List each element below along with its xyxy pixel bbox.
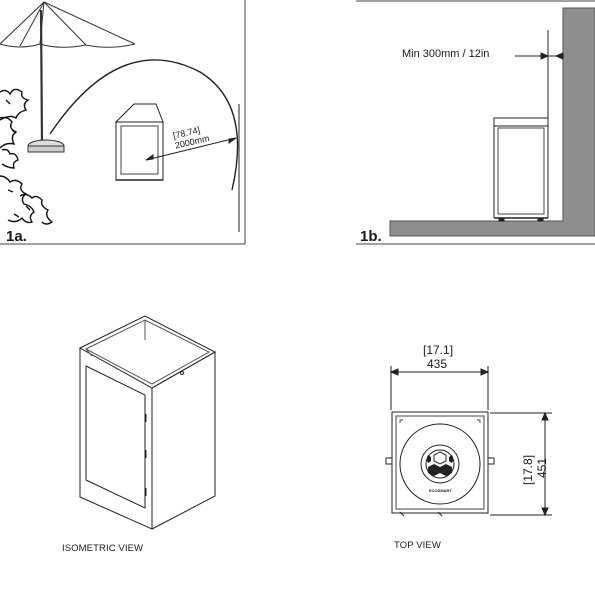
appliance-1a — [114, 103, 164, 181]
width-inch-label: [17.1] — [423, 343, 454, 357]
isometric-view-drawing — [78, 315, 217, 530]
dimension-1a — [145, 137, 237, 161]
depth-inch-label: [17.8] — [521, 454, 535, 485]
clearance-label: Min 300mm / 12in — [402, 48, 490, 60]
clearance-dimension — [515, 30, 564, 118]
panel-1b-label: 1b. — [360, 228, 382, 245]
panel-1a-drawing — [0, 0, 246, 245]
width-mm-label: 435 — [427, 357, 448, 371]
burner-icon — [427, 451, 453, 476]
brand-mark: ECOSMART — [429, 488, 452, 493]
isometric-view-caption: ISOMETRIC VIEW — [62, 543, 144, 554]
top-view-drawing — [385, 366, 552, 517]
top-view-caption: TOP VIEW — [394, 540, 441, 551]
panel-1b-drawing — [356, 0, 595, 245]
foliage — [0, 88, 54, 225]
panel-1a-label: 1a. — [6, 228, 27, 245]
depth-mm-label: 451 — [535, 457, 549, 478]
appliance-1b — [493, 117, 549, 222]
umbrella — [0, 1, 136, 153]
clearance-arc — [49, 59, 240, 232]
